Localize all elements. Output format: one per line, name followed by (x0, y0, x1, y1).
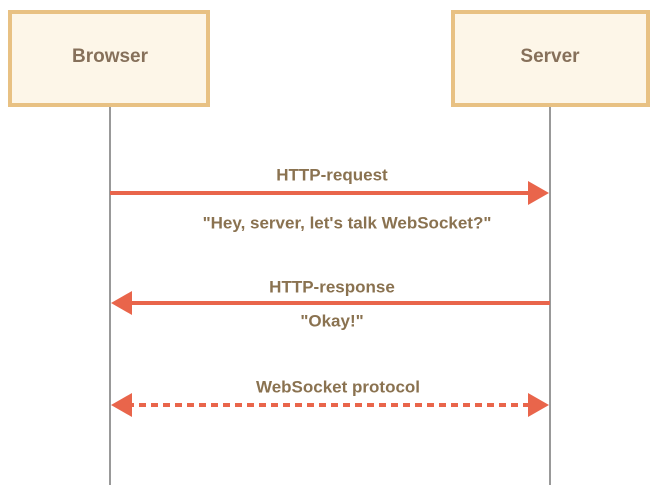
participant-box-server[interactable] (451, 10, 650, 107)
participant-label-browser: Browser (72, 46, 149, 67)
arrowhead-right-http-request (528, 181, 549, 205)
message-label-http-request: HTTP-request (276, 165, 388, 184)
arrowhead-left-http-response (111, 291, 132, 315)
message-websocket-protocol[interactable]: WebSocket protocol (111, 377, 549, 417)
participant-label-server: Server (520, 46, 580, 67)
message-note-http-response: "Okay!" (300, 311, 363, 330)
participant-box-browser[interactable] (8, 10, 210, 107)
message-http-request[interactable]: HTTP-request "Hey, server, let's talk We… (110, 165, 549, 232)
message-http-response[interactable]: HTTP-response "Okay!" (111, 277, 550, 330)
arrowhead-right-websocket-protocol (528, 393, 549, 417)
message-note-http-request: "Hey, server, let's talk WebSocket?" (203, 213, 492, 232)
message-label-http-response: HTTP-response (269, 277, 395, 296)
message-label-websocket-protocol: WebSocket protocol (256, 377, 420, 396)
arrowhead-left-websocket-protocol (111, 393, 132, 417)
